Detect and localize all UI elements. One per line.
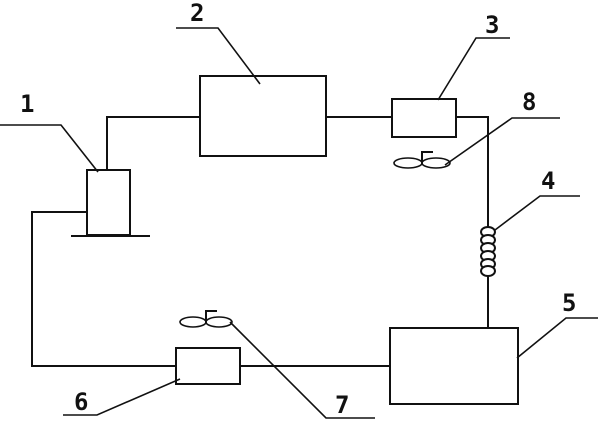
component-4-coil xyxy=(480,226,496,277)
component-1 xyxy=(71,169,150,237)
leader-4 xyxy=(494,195,580,231)
label-5: 5 xyxy=(562,289,576,317)
label-2: 2 xyxy=(190,0,204,27)
leader-8 xyxy=(444,117,560,166)
component-3 xyxy=(391,98,457,138)
fan-blade-right xyxy=(205,316,233,328)
fan-hub xyxy=(205,310,217,323)
fan-hub xyxy=(421,151,433,164)
component-5 xyxy=(389,327,519,405)
fan-blade-left xyxy=(393,157,423,169)
label-3: 3 xyxy=(485,11,499,39)
component-6 xyxy=(175,347,241,385)
coil-turn xyxy=(480,265,496,277)
leader-2 xyxy=(176,27,261,85)
label-8: 8 xyxy=(522,88,536,116)
label-1: 1 xyxy=(20,90,34,118)
leader-7 xyxy=(229,321,375,419)
pipe-6-to-1 xyxy=(31,211,177,367)
fan-blade-right xyxy=(421,157,451,169)
component-8-fan-icon xyxy=(393,151,451,169)
leader-6 xyxy=(63,378,181,416)
component-1-body xyxy=(86,169,131,236)
leader-1 xyxy=(0,124,99,173)
leader-lines xyxy=(0,27,598,419)
leader-3 xyxy=(437,37,510,101)
labels: 1 2 3 4 5 6 7 8 xyxy=(20,0,576,419)
component-2 xyxy=(199,75,327,157)
piping xyxy=(31,116,489,367)
label-6: 6 xyxy=(74,388,88,416)
label-7: 7 xyxy=(335,391,349,419)
label-4: 4 xyxy=(541,167,555,195)
leader-5 xyxy=(516,317,598,359)
pipe-3-to-4 xyxy=(455,116,489,227)
fan-blade-left xyxy=(179,316,207,328)
pipe-1-to-2 xyxy=(106,116,201,171)
component-7-fan-icon xyxy=(179,310,233,328)
